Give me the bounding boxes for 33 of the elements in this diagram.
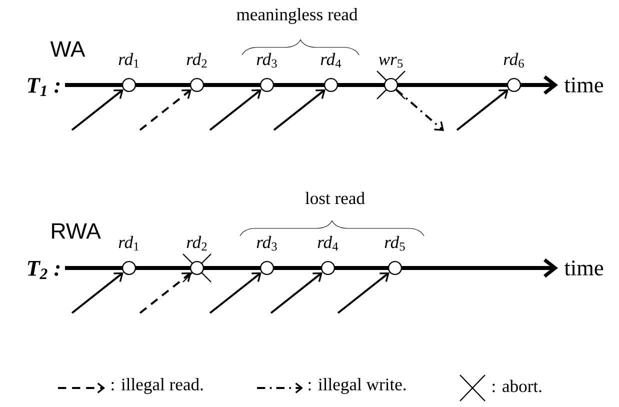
arrow <box>139 89 192 131</box>
arrow <box>270 272 322 314</box>
event-label: rd$_{5}$ <box>384 236 405 251</box>
brace-label: lost read <box>305 192 365 204</box>
legend-text: : illegal write. <box>308 378 406 394</box>
arrow <box>71 89 124 131</box>
event-label: rd$_{2}$ <box>186 52 207 68</box>
event-label: rd$_{3}$ <box>256 236 277 251</box>
event-label: wr$_{5}$ <box>378 56 403 68</box>
arrow <box>337 272 390 314</box>
event-label: rd$_{6}$ <box>504 52 524 68</box>
arrow <box>273 89 326 131</box>
event-label: rd$_{2}$ <box>186 236 207 251</box>
arrow <box>396 88 444 131</box>
arrow <box>71 272 124 314</box>
event-label: rd$_{1}$ <box>118 236 139 251</box>
event-label: rd$_{4}$ <box>318 236 338 251</box>
timeline-title: RWA <box>52 223 101 239</box>
legend-text: : illegal read. <box>112 378 203 394</box>
brace-label: meaningless read <box>236 8 358 24</box>
axis-label: time <box>564 78 604 92</box>
arrow <box>209 272 262 314</box>
transaction-label: T$_{2}$ : <box>28 261 60 279</box>
event-label: rd$_{3}$ <box>256 52 277 68</box>
arrow <box>139 272 192 314</box>
transaction-label: T$_{1}$ : <box>28 78 60 96</box>
arrow <box>456 89 508 131</box>
arrow <box>209 89 262 131</box>
timeline-title: WA <box>50 41 86 57</box>
event-label: rd$_{4}$ <box>320 52 342 68</box>
axis-label: time <box>564 260 604 276</box>
event-label: rd$_{1}$ <box>118 52 139 68</box>
legend-text: : abort. <box>492 380 542 392</box>
